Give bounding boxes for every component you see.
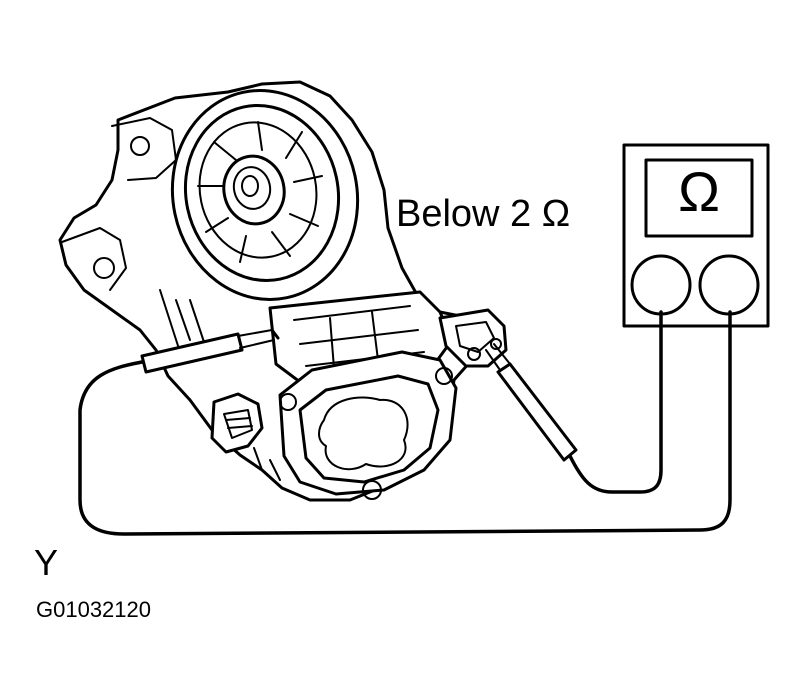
test-probe-left	[78, 310, 732, 536]
resistance-spec-label: Below 2 Ω	[396, 193, 571, 235]
ohm-symbol: Ω	[678, 160, 720, 223]
test-probe-right	[485, 310, 663, 494]
window-motor-assembly-icon	[58, 80, 508, 502]
view-letter: Y	[34, 542, 59, 583]
figure-code: G01032120	[36, 597, 151, 622]
